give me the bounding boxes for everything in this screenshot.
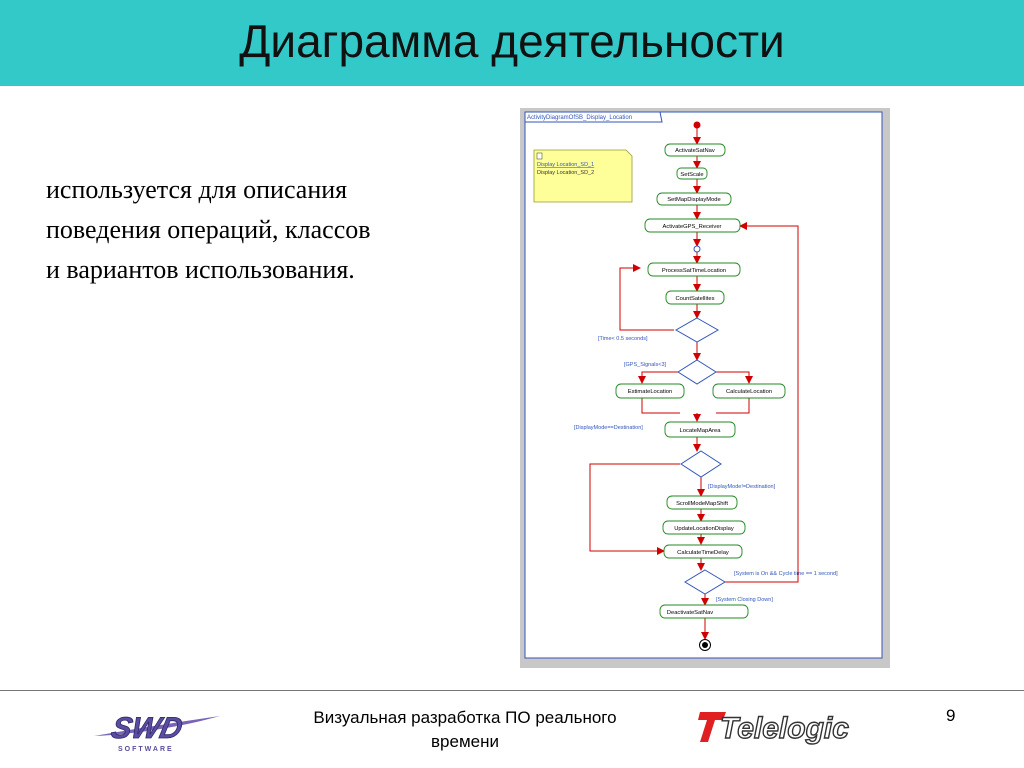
decision-time (674, 317, 720, 343)
body-line-1: используется для описания (46, 175, 348, 204)
footer-divider (0, 690, 1024, 691)
svg-text:LocateMapArea: LocateMapArea (680, 428, 722, 434)
document-icon (536, 152, 543, 160)
footer-caption-line-1: Визуальная разработка ПО реального (313, 708, 617, 727)
note-link-1[interactable]: Display Location_SD_1 (537, 162, 594, 168)
svg-text:CountSatellites: CountSatellites (676, 296, 715, 302)
svg-text:ProcessSatTimeLocation: ProcessSatTimeLocation (662, 268, 726, 274)
initial-node (693, 121, 701, 129)
svg-text:SetScale: SetScale (680, 172, 703, 178)
logo-left-sub: SOFTWARE (118, 746, 174, 753)
guard-display-mode-eq: [DisplayMode==Destination] (574, 425, 643, 431)
swd-software-logo: SWD SOFTWARE (88, 700, 228, 760)
note-link-2: Display Location_SD_2 (537, 170, 594, 176)
svg-text:DeactivateSatNav: DeactivateSatNav (667, 610, 713, 616)
guard-display-mode-neq: [DisplayMode!=Destination] (708, 484, 776, 490)
guard-system-closing: [System Closing Down] (716, 597, 773, 603)
svg-text:EstimateLocation: EstimateLocation (628, 389, 672, 395)
activity-scroll-mode-map-shift: ScrollModeMapShift (666, 495, 738, 510)
body-line-2: поведения операций, классов (46, 215, 371, 244)
footer-caption: Визуальная разработка ПО реального време… (280, 706, 650, 754)
activity-locate-map-area: LocateMapArea (664, 421, 736, 438)
svg-text:ActivateGPS_Receiver: ActivateGPS_Receiver (663, 224, 722, 230)
activity-count-satellites: CountSatellites (665, 290, 725, 305)
logo-left-mark: SWD (108, 712, 185, 745)
title-bar (0, 0, 1024, 86)
guard-time: [Time< 0.5 seconds] (598, 336, 648, 342)
telelogic-logo: Telelogic (696, 700, 906, 750)
guard-gps-signals: [GPS_Signals<3] (624, 362, 667, 368)
activity-estimate-location: EstimateLocation (615, 383, 685, 399)
activity-set-scale: SetScale (676, 167, 708, 180)
svg-text:CalculateTimeDelay: CalculateTimeDelay (677, 550, 729, 556)
svg-text:UpdateLocationDisplay: UpdateLocationDisplay (674, 526, 734, 532)
slide-title: Диаграмма деятельности (239, 15, 785, 67)
activity-calculate-location: CalculateLocation (712, 383, 786, 399)
activity-activate-sat-nav: ActivateSatNav (664, 143, 726, 157)
svg-text:CalculateLocation: CalculateLocation (726, 389, 772, 395)
logo-right-wordmark: Telelogic (720, 712, 849, 745)
activity-calculate-time-delay: CalculateTimeDelay (663, 544, 743, 559)
activity-diagram: ActivityDiagramOfSB_Display_Location Dis… (520, 108, 890, 668)
svg-text:SetMapDisplayMode: SetMapDisplayMode (667, 197, 721, 203)
svg-text:ActivateSatNav: ActivateSatNav (675, 148, 715, 154)
activity-set-map-display-mode: SetMapDisplayMode (656, 192, 732, 206)
activity-update-location-display: UpdateLocationDisplay (662, 520, 746, 535)
guard-system-on: [System is On && Cycle time == 1 second] (734, 571, 838, 577)
activity-deactivate-sat-nav: DeactivateSatNav (659, 604, 749, 619)
decision-gps-signals (677, 359, 717, 385)
decision-display-mode (680, 450, 722, 478)
slide-body: используется для описания поведения опер… (46, 170, 506, 290)
footer-caption-line-2: времени (431, 732, 499, 751)
page-number: 9 (946, 706, 956, 725)
svg-text:ScrollModeMapShift: ScrollModeMapShift (676, 501, 728, 507)
frame-label: ActivityDiagramOfSB_Display_Location (527, 115, 632, 121)
decision-cycle (684, 569, 726, 595)
activity-process-sat-time-location: ProcessSatTimeLocation (647, 262, 741, 277)
note: Display Location_SD_1 Display Location_S… (533, 149, 633, 203)
body-line-3: и вариантов использования. (46, 255, 355, 284)
merge-node (693, 245, 701, 253)
final-node (699, 639, 711, 651)
activity-activate-gps-receiver: ActivateGPS_Receiver (644, 218, 741, 233)
